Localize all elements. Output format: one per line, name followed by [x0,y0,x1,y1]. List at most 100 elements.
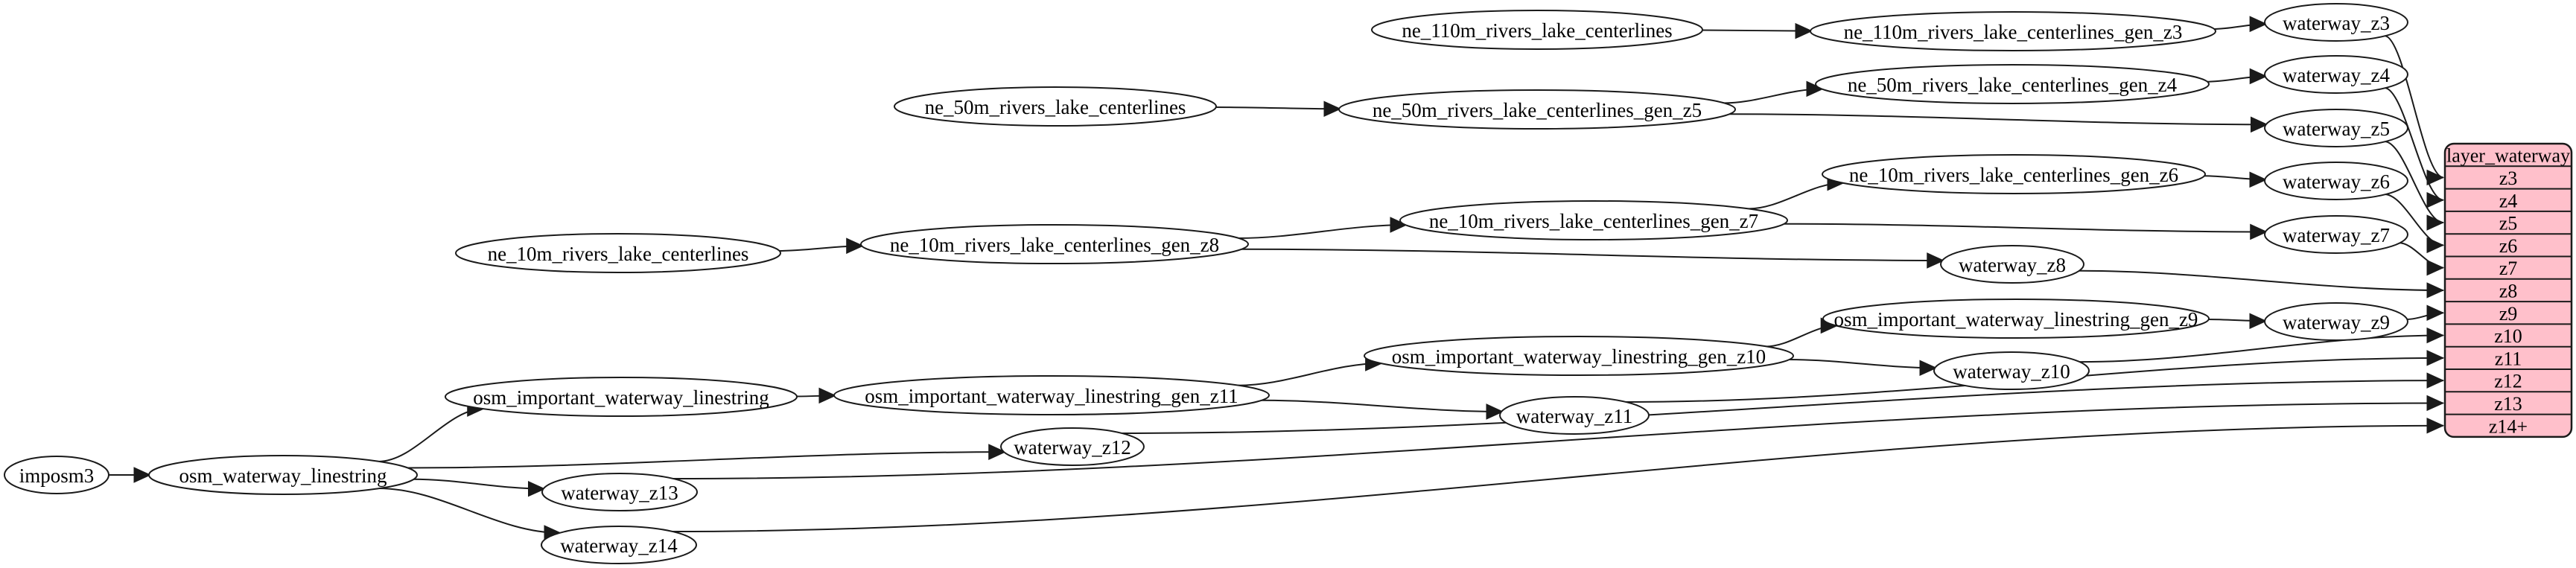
edge-ne_50m_rivers_lake_centerlines_gen_z4-to-waterway_z4 [2205,68,2268,85]
node-ellipse [1338,89,1736,130]
table-node-ne_50m_rivers_lake_centerlines_gen_z4: ne_50m_rivers_lake_centerlines_gen_z4 [1815,64,2210,104]
nodes-layer: imposm3 osm_waterway_linestring osm_import… [4,3,2408,564]
edge-waterway_z10-to-layer_waterway-z10 [2078,327,2445,363]
record-row-z7: z7 [2499,258,2518,279]
node-ellipse [1815,64,2210,104]
edge-osm_important_waterway_linestring_gen_z10-to-osm_important_waterway_linestring_gen_z9 [1765,317,1839,348]
edge-ne_10m_rivers_lake_centerlines-to-ne_10m_rivers_lake_centerlines_gen_z8 [777,237,865,255]
table-node-ne_10m_rivers_lake_centerlines_gen_z7: ne_10m_rivers_lake_centerlines_gen_z7 [1399,200,1788,240]
table-node-ne_110m_rivers_lake_centerlines_gen_z3: ne_110m_rivers_lake_centerlines_gen_z3 [1810,11,2216,51]
table-node-waterway_z7: waterway_z7 [2264,215,2408,254]
table-node-osm_important_waterway_linestring_gen_z10: osm_important_waterway_linestring_gen_z1… [1364,336,1794,376]
record-row-z14+: z14+ [2489,415,2528,437]
table-node-waterway_z5: waterway_z5 [2264,109,2408,147]
node-ellipse [148,455,418,495]
node-label: ne_10m_rivers_lake_centerlines_gen_z6 [1849,164,2178,186]
edge-waterway_z8-to-layer_waterway-z8 [2077,269,2445,299]
node-ellipse [1499,396,1650,435]
node-label: ne_10m_rivers_lake_centerlines [488,243,749,265]
edge-osm_important_waterway_linestring_gen_z11-to-waterway_z11 [1259,399,1504,420]
edge-ne_10m_rivers_lake_centerlines_gen_z8-to-waterway_z8 [1240,248,1945,269]
table-node-ne_50m_rivers_lake_centerlines_gen_z5: ne_50m_rivers_lake_centerlines_gen_z5 [1338,89,1736,130]
table-node-waterway_z14: waterway_z14 [541,526,697,564]
node-label: waterway_z7 [2283,224,2390,246]
table-node-osm_waterway_linestring: osm_waterway_linestring [148,455,418,495]
edge-waterway_z9-to-layer_waterway-z9 [2405,304,2445,322]
edge-waterway_z5-to-layer_waterway-z5 [2384,141,2445,231]
edge-osm_important_waterway_linestring_gen_z10-to-waterway_z10 [1787,359,1938,377]
node-label: waterway_z10 [1953,360,2070,383]
node-ellipse [1364,336,1794,376]
node-label: waterway_z12 [1014,436,1130,459]
table-node-waterway_z3: waterway_z3 [2264,3,2408,42]
node-label: ne_50m_rivers_lake_centerlines_gen_z4 [1848,74,2178,96]
node-label: osm_important_waterway_linestring_gen_z9 [1834,308,2198,331]
record-node-layer-waterway: layer_waterwayz3z4z5z6z7z8z9z10z11z12z13… [2443,142,2573,438]
edge-waterway_z4-to-layer_waterway-z4 [2384,87,2445,208]
edge-osm_important_waterway_linestring_gen_z11-to-osm_important_waterway_linestring_gen_z10 [1237,355,1383,386]
node-label: waterway_z6 [2283,170,2390,193]
node-ellipse [2264,162,2408,200]
node-ellipse [2264,3,2408,42]
node-ellipse [2264,55,2408,94]
record-row-z9: z9 [2499,303,2518,325]
table-node-waterway_z9: waterway_z9 [2264,302,2408,341]
edge-ne_50m_rivers_lake_centerlines_gen_z5-to-ne_50m_rivers_lake_centerlines_gen_z4 [1723,80,1825,104]
node-ellipse [541,526,697,564]
node-label: waterway_z14 [560,535,678,557]
node-label: ne_50m_rivers_lake_centerlines_gen_z5 [1373,99,1702,121]
record-row-z3: z3 [2499,167,2518,189]
node-ellipse [445,377,798,417]
node-ellipse [2264,215,2408,254]
node-ellipse [1000,427,1145,466]
record-row-z11: z11 [2495,348,2522,369]
node-ellipse [1822,154,2206,194]
record-layer: layer_waterwayz3z4z5z6z7z8z9z10z11z12z13… [2443,142,2573,438]
table-node-waterway_z4: waterway_z4 [2264,55,2408,94]
node-label: waterway_z13 [561,482,678,504]
record-row-z8: z8 [2499,280,2518,301]
table-node-waterway_z13: waterway_z13 [541,473,698,511]
record-row-z4: z4 [2499,190,2518,211]
table-node-waterway_z11: waterway_z11 [1499,396,1650,435]
edge-ne_50m_rivers_lake_centerlines-to-ne_50m_rivers_lake_centerlines_gen_z5 [1214,100,1342,118]
edge-ne_110m_rivers_lake_centerlines_gen_z3-to-waterway_z3 [2213,16,2268,33]
node-label: imposm3 [19,465,95,487]
node-ellipse [1933,351,2090,390]
table-node-waterway_z8: waterway_z8 [1940,245,2084,284]
record-row-z5: z5 [2499,213,2518,234]
node-label: osm_waterway_linestring [179,465,387,487]
table-node-osm_important_waterway_linestring: osm_important_waterway_linestring [445,377,798,417]
table-node-ne_50m_rivers_lake_centerlines: ne_50m_rivers_lake_centerlines [894,86,1217,127]
edge-waterway_z7-to-layer_waterway-z7 [2398,242,2445,276]
edge-waterway_z6-to-layer_waterway-z6 [2384,194,2445,254]
edge-osm_important_waterway_linestring-to-osm_important_waterway_linestring_gen_z11 [795,387,837,404]
node-label: waterway_z9 [2283,311,2390,334]
node-ellipse [541,473,698,511]
node-ellipse [833,375,1270,415]
edge-osm_waterway_linestring-to-waterway_z13 [412,478,546,497]
table-node-osm_important_waterway_linestring_gen_z9: osm_important_waterway_linestring_gen_z9 [1822,299,2210,339]
table-node-ne_10m_rivers_lake_centerlines: ne_10m_rivers_lake_centerlines [455,233,781,273]
edge-waterway_z14-to-layer_waterway-z14+ [671,417,2445,532]
edge-ne_10m_rivers_lake_centerlines_gen_z6-to-waterway_z6 [2203,171,2268,188]
node-ellipse [860,224,1249,264]
node-label: waterway_z11 [1516,405,1632,427]
edge-osm_important_waterway_linestring_gen_z9-to-waterway_z9 [2207,313,2268,330]
node-ellipse [1822,299,2210,339]
node-ellipse [894,86,1217,127]
edge-ne_10m_rivers_lake_centerlines_gen_z8-to-ne_10m_rivers_lake_centerlines_gen_z7 [1237,217,1408,239]
table-node-waterway_z6: waterway_z6 [2264,162,2408,200]
node-ellipse [1940,245,2084,284]
node-label: ne_50m_rivers_lake_centerlines [925,96,1186,118]
table-node-osm_important_waterway_linestring_gen_z11: osm_important_waterway_linestring_gen_z1… [833,375,1270,415]
node-ellipse [1810,11,2216,51]
record-row-z6: z6 [2499,235,2518,257]
edge-ne_10m_rivers_lake_centerlines_gen_z7-to-ne_10m_rivers_lake_centerlines_gen_z6 [1747,174,1845,210]
node-ellipse [1371,10,1703,50]
node-label: osm_important_waterway_linestring_gen_z1… [1392,345,1766,368]
node-label: waterway_z5 [2283,118,2390,140]
record-row-z13: z13 [2494,393,2522,415]
